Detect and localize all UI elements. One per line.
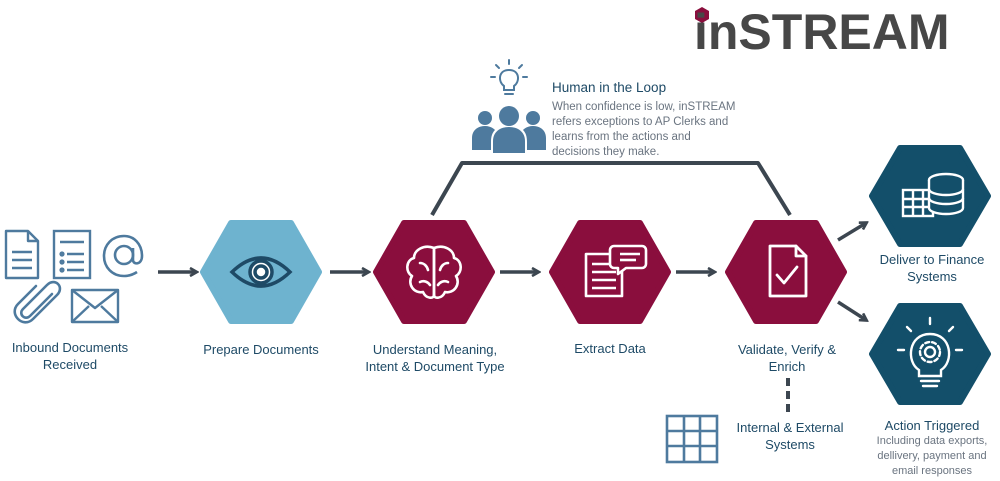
- hex-action: [869, 303, 991, 405]
- human-loop-line: When confidence is low, inSTREAM: [552, 101, 736, 113]
- document-check-icon: [768, 244, 808, 298]
- hex-validate: [725, 220, 847, 324]
- label-line: Validate, Verify &: [737, 342, 837, 357]
- label-prepare: Prepare Documents: [186, 341, 336, 358]
- label-line: Enrich: [768, 359, 806, 374]
- instream-logo: inSTREAM: [694, 6, 998, 58]
- human-loop-connector: [430, 161, 792, 217]
- human-loop-description: When confidence is low, inSTREAM refers …: [552, 100, 752, 160]
- subtext-line: Including data exports,: [876, 435, 988, 447]
- envelope-icon: [70, 288, 120, 324]
- subtext-line: dellivery, payment and: [877, 450, 987, 462]
- logo-hex-dot-icon: [695, 7, 709, 23]
- label-line: Deliver to Finance: [879, 252, 985, 267]
- label-line: Action Triggered: [884, 418, 980, 433]
- label-line: Intent & Document Type: [365, 359, 505, 374]
- label-extract: Extract Data: [540, 340, 680, 357]
- table-database-icon: [901, 172, 965, 218]
- logo-text: inSTREAM: [694, 4, 950, 60]
- label-understand: Understand Meaning, Intent & Document Ty…: [350, 341, 520, 375]
- label-deliver: Deliver to Finance Systems: [862, 251, 1000, 285]
- label-line: Understand Meaning,: [372, 342, 498, 357]
- human-loop-line: decisions they make.: [552, 146, 660, 158]
- list-document-icon: [52, 229, 92, 280]
- people-group-icon: [472, 106, 546, 153]
- lightbulb-icon: [490, 59, 528, 95]
- label-line: Systems: [765, 437, 815, 452]
- label-inbound: Inbound Documents Received: [0, 339, 140, 373]
- label-validate: Validate, Verify & Enrich: [712, 341, 862, 375]
- action-subtext: Including data exports, dellivery, payme…: [862, 434, 1000, 479]
- label-line: Inbound Documents: [11, 340, 129, 355]
- lightbulb-gear-icon: [896, 316, 964, 388]
- arrow-validate-action: [837, 300, 866, 320]
- arrow-validate-deliver: [837, 223, 866, 242]
- document-icon: [4, 229, 40, 280]
- at-sign-icon: [102, 234, 144, 278]
- human-loop-line: refers exceptions to AP Clerks and: [552, 116, 729, 128]
- label-systems: Internal & External Systems: [722, 419, 858, 453]
- paperclip-icon: [13, 280, 62, 324]
- label-line: Prepare Documents: [203, 342, 319, 357]
- label-line: Received: [42, 357, 98, 372]
- document-chat-icon: [584, 244, 648, 298]
- brain-icon: [406, 245, 462, 299]
- label-line: Systems: [907, 269, 957, 284]
- grid-table-icon: [665, 414, 719, 464]
- label-action: Action Triggered: [862, 417, 1000, 434]
- eye-icon: [229, 256, 293, 288]
- human-loop-title: Human in the Loop: [552, 80, 667, 95]
- logo-mark: [695, 7, 709, 23]
- human-loop-line: learns from the actions and: [552, 131, 691, 143]
- label-line: Internal & External: [736, 420, 844, 435]
- label-line: Extract Data: [574, 341, 646, 356]
- subtext-line: email responses: [891, 465, 973, 477]
